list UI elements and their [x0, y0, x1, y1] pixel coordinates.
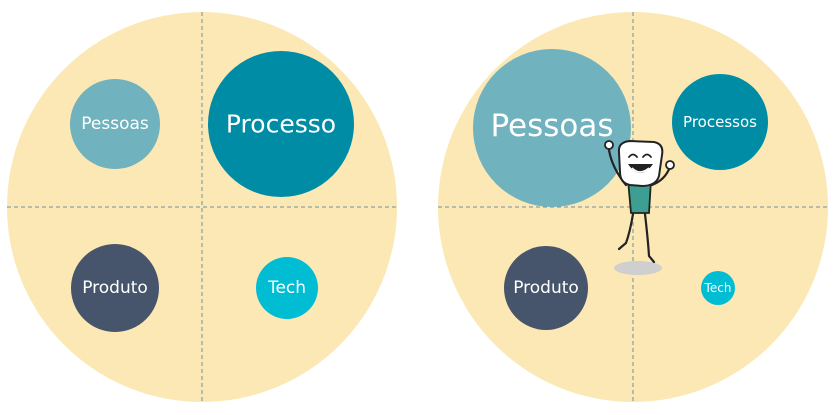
left-pessoas-label: Pessoas — [81, 114, 149, 134]
right-processos-label: Processos — [683, 113, 757, 131]
right-diagram: Pessoas Processos Produto Tech — [438, 12, 828, 402]
right-pessoas-label: Pessoas — [490, 108, 613, 144]
right-tech-label: Tech — [704, 281, 732, 295]
left-tech-label: Tech — [267, 278, 306, 298]
left-produto-label: Produto — [82, 278, 148, 298]
figure-shadow — [614, 261, 662, 275]
left-processo-label: Processo — [226, 110, 336, 139]
right-produto-label: Produto — [513, 278, 579, 298]
left-diagram: Pessoas Processo Produto Tech — [7, 12, 397, 402]
